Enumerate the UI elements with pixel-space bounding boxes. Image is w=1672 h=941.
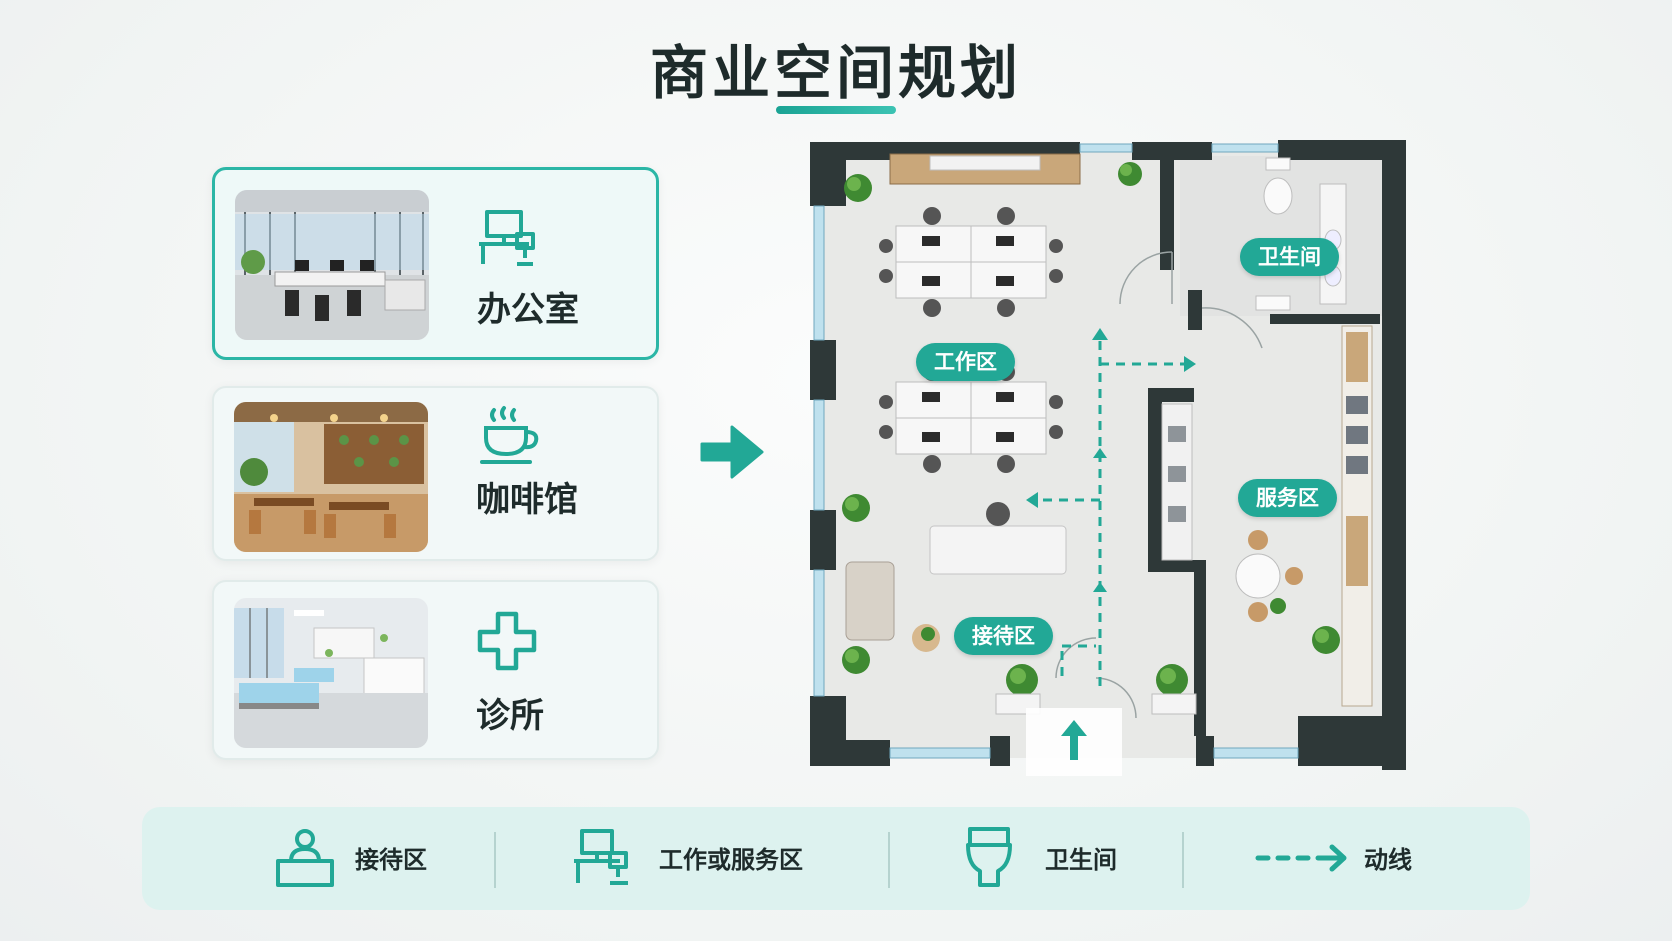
- cafe-photo: [234, 402, 428, 552]
- office-photo: [235, 190, 429, 340]
- legend-divider: [494, 832, 496, 888]
- toilet-icon: [966, 827, 1012, 887]
- reception-desk-icon: [276, 829, 334, 887]
- coffee-cup-icon: [480, 406, 539, 464]
- card-cafe-label: 咖啡馆: [476, 480, 578, 520]
- legend-label-route: 动线: [1364, 846, 1412, 874]
- zone-label-toilet: 卫生间: [1240, 238, 1339, 276]
- workstation-icon: [574, 829, 628, 885]
- legend-divider: [888, 832, 890, 888]
- card-office[interactable]: 办公室: [212, 167, 659, 360]
- zone-label-reception: 接待区: [954, 617, 1053, 655]
- card-clinic-label: 诊所: [476, 696, 544, 736]
- page-title: 商业空间规划: [649, 39, 1022, 107]
- right-arrow-icon: [700, 425, 764, 479]
- workstation-icon: [479, 210, 535, 266]
- clinic-photo: [234, 598, 428, 748]
- card-clinic[interactable]: 诊所: [212, 580, 659, 760]
- legend: 接待区 工作或服务区: [142, 807, 1530, 910]
- legend-divider: [1182, 832, 1184, 888]
- legend-label-work: 工作或服务区: [659, 846, 803, 874]
- legend-label-toilet: 卫生间: [1045, 846, 1117, 874]
- legend-label-reception: 接待区: [355, 846, 427, 874]
- zone-label-work: 工作区: [916, 343, 1015, 381]
- title-underline: [776, 106, 896, 114]
- zone-label-service: 服务区: [1238, 479, 1337, 517]
- card-office-label: 办公室: [477, 290, 579, 330]
- card-cafe[interactable]: 咖啡馆: [212, 386, 659, 561]
- medical-cross-icon: [477, 611, 537, 671]
- floor-plan: [810, 140, 1406, 776]
- dashed-arrow-icon: [1255, 844, 1347, 872]
